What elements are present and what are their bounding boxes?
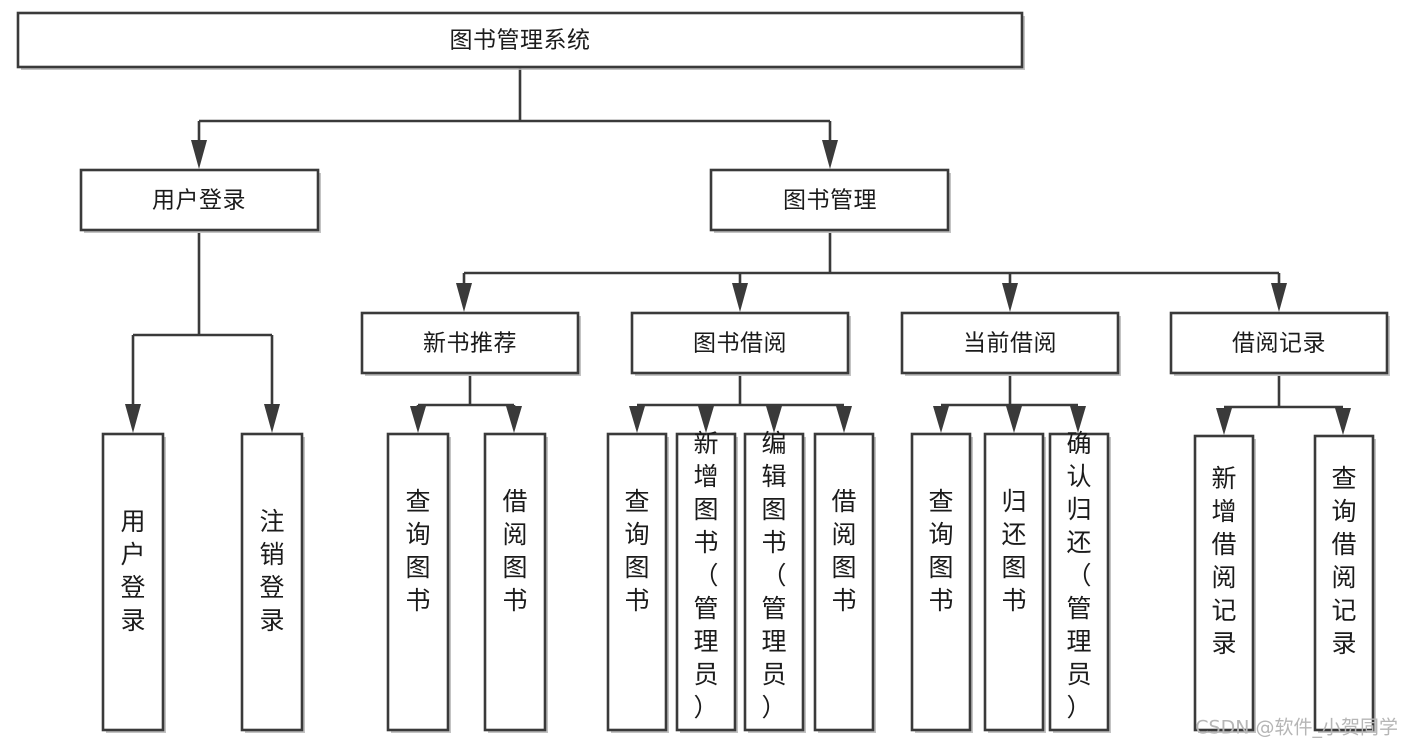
node-book-borrow[interactable]: 图书借阅 <box>630 311 851 376</box>
node-book-manage[interactable]: 图书管理 <box>709 168 951 233</box>
node-leaf-borrow-book-1[interactable]: 借阅图书 <box>483 432 548 733</box>
node-new-book-recommend-box[interactable] <box>360 311 580 375</box>
arrow-head-leaf-query-book-3 <box>933 406 949 433</box>
arrow-head-leaf-return-book <box>1006 406 1022 433</box>
node-leaf-query-record-label: 查询借阅记录 <box>1331 464 1356 658</box>
node-leaf-query-book-3-label: 查询图书 <box>928 487 953 615</box>
node-book-manage-box[interactable] <box>709 168 950 232</box>
node-leaf-add-record[interactable]: 新增借阅记录 <box>1193 434 1256 733</box>
arrow-head-leaf-borrow-book-1 <box>506 406 522 433</box>
node-root[interactable]: 图书管理系统 <box>16 11 1025 70</box>
node-leaf-add-record-box[interactable] <box>1193 434 1255 732</box>
node-leaf-borrow-book-2-box[interactable] <box>813 432 875 732</box>
arrow-head-leaf-query-book-2 <box>629 406 645 433</box>
node-leaf-query-book-3-box[interactable] <box>910 432 972 732</box>
arrow-head-current-borrow <box>1002 283 1018 312</box>
watermark: CSDN @软件_小贺同学 <box>1195 717 1398 739</box>
node-current-borrow-box[interactable] <box>900 311 1120 375</box>
node-leaf-query-record-box[interactable] <box>1313 434 1375 732</box>
node-book-borrow-label: 图书借阅 <box>693 331 787 357</box>
node-leaf-confirm-return-box[interactable] <box>1048 432 1110 732</box>
node-root-label: 图书管理系统 <box>450 28 591 54</box>
node-leaf-borrow-book-1-label: 借阅图书 <box>502 487 527 615</box>
arrow-head-leaf-logout <box>264 404 280 433</box>
node-leaf-borrow-book-1-box[interactable] <box>483 432 547 732</box>
arrow-head-leaf-add-record <box>1216 408 1232 435</box>
node-user-login-box[interactable] <box>79 168 320 232</box>
arrow-head-user-login <box>191 140 207 169</box>
arrow-head-borrow-record <box>1271 283 1287 312</box>
arrow-head-leaf-user-login <box>125 404 141 433</box>
node-borrow-record-label: 借阅记录 <box>1232 331 1326 357</box>
node-leaf-query-book-1-label: 查询图书 <box>405 487 430 615</box>
node-root-box[interactable] <box>16 11 1024 69</box>
node-borrow-record[interactable]: 借阅记录 <box>1169 311 1390 376</box>
arrow-head-leaf-edit-book <box>766 406 782 433</box>
node-leaf-query-book-2-label: 查询图书 <box>624 487 649 615</box>
node-leaf-borrow-book-2[interactable]: 借阅图书 <box>813 432 876 733</box>
node-leaf-add-book-label: 新增图书（管理员） <box>693 429 718 722</box>
arrow-head-book-manage <box>822 140 838 169</box>
arrow-head-leaf-borrow-book-2 <box>836 406 852 433</box>
arrow-head-leaf-query-book-1 <box>410 406 426 433</box>
node-leaf-logout[interactable]: 注销登录 <box>240 432 305 733</box>
leaf-nodes-layer: 用户登录 注销登录 查询图书 借阅图书 查询图书 <box>101 429 1376 733</box>
node-leaf-edit-book-label: 编辑图书（管理员） <box>761 429 786 722</box>
node-leaf-edit-book-box[interactable] <box>743 432 805 732</box>
node-leaf-user-login[interactable]: 用户登录 <box>101 432 166 733</box>
node-leaf-return-book[interactable]: 归还图书 <box>983 432 1046 733</box>
node-leaf-user-login-label: 用户登录 <box>120 507 145 635</box>
node-leaf-logout-label: 注销登录 <box>259 507 284 635</box>
node-borrow-record-box[interactable] <box>1169 311 1389 375</box>
node-leaf-logout-box[interactable] <box>240 432 304 732</box>
arrow-head-book-borrow <box>732 283 748 312</box>
node-current-borrow-label: 当前借阅 <box>963 331 1057 357</box>
arrow-head-leaf-query-record <box>1335 408 1351 435</box>
node-leaf-query-book-1-box[interactable] <box>386 432 450 732</box>
node-leaf-user-login-box[interactable] <box>101 432 165 732</box>
node-leaf-query-book-1[interactable]: 查询图书 <box>386 432 451 733</box>
node-leaf-edit-book[interactable]: 编辑图书（管理员） <box>743 429 806 733</box>
node-leaf-query-book-2-box[interactable] <box>606 432 668 732</box>
node-new-book-recommend[interactable]: 新书推荐 <box>360 311 581 376</box>
node-user-login-label: 用户登录 <box>152 188 246 214</box>
connector-layer <box>125 68 1351 435</box>
arrow-head-new-book-recommend <box>456 283 472 312</box>
node-book-manage-label: 图书管理 <box>783 188 877 214</box>
node-leaf-add-record-label: 新增借阅记录 <box>1211 464 1236 658</box>
node-current-borrow[interactable]: 当前借阅 <box>900 311 1121 376</box>
node-user-login[interactable]: 用户登录 <box>79 168 321 233</box>
node-leaf-add-book[interactable]: 新增图书（管理员） <box>675 429 738 733</box>
node-leaf-query-book-3[interactable]: 查询图书 <box>910 432 973 733</box>
node-leaf-confirm-return-label: 确认归还（管理员） <box>1066 429 1091 722</box>
arrow-head-leaf-add-book <box>698 406 714 433</box>
node-leaf-query-book-2[interactable]: 查询图书 <box>606 432 669 733</box>
node-leaf-add-book-box[interactable] <box>675 432 737 732</box>
node-leaf-query-record[interactable]: 查询借阅记录 <box>1313 434 1376 733</box>
node-leaf-return-book-label: 归还图书 <box>1001 487 1026 615</box>
node-leaf-confirm-return[interactable]: 确认归还（管理员） <box>1048 429 1111 733</box>
node-book-borrow-box[interactable] <box>630 311 850 375</box>
node-leaf-borrow-book-2-label: 借阅图书 <box>831 487 856 615</box>
node-leaf-return-book-box[interactable] <box>983 432 1045 732</box>
arrow-head-leaf-confirm-return <box>1070 406 1086 433</box>
node-new-book-recommend-label: 新书推荐 <box>423 331 517 357</box>
